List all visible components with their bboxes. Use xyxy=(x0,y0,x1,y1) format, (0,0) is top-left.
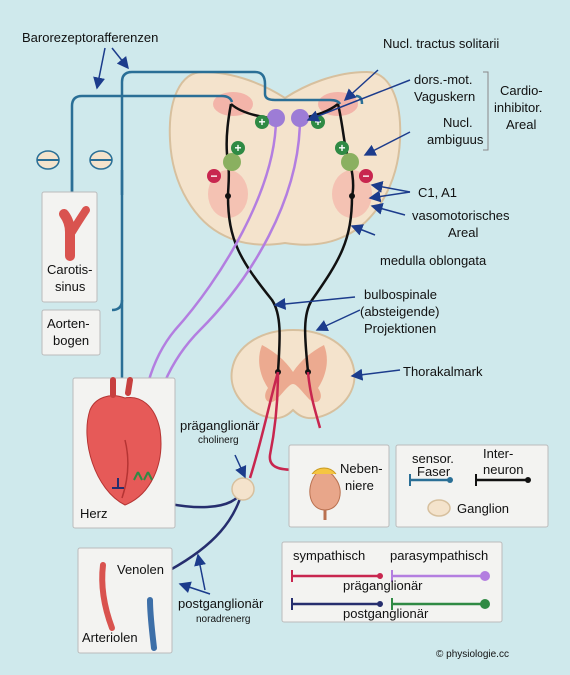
label-cardio-1: Cardio- xyxy=(500,83,543,98)
plus-minus-markers: + + + + − − xyxy=(207,115,373,183)
carotis-artery-drawing xyxy=(59,206,90,261)
label-aorten-2: bogen xyxy=(53,333,89,348)
legend-parasympathisch: parasympathisch xyxy=(390,548,488,563)
label-bulbospinal-1: bulbospinale xyxy=(364,287,437,302)
label-arteriolen: Arteriolen xyxy=(82,630,138,645)
label-neben-1: Neben- xyxy=(340,461,383,476)
plus-sign-1: + xyxy=(258,115,265,129)
nuclei-markers xyxy=(223,109,359,171)
label-thorakal: Thorakalmark xyxy=(403,364,483,379)
legend-sensor-2: Faser xyxy=(417,464,451,479)
label-ambiguus-2: ambiguus xyxy=(427,132,484,147)
label-vasomotor-2: Areal xyxy=(448,225,478,240)
aorten-box xyxy=(41,309,101,356)
legend-symbols xyxy=(291,474,531,610)
sympathetic-preganglionic xyxy=(248,371,322,479)
legend-ganglion: Ganglion xyxy=(457,501,509,516)
minus-sign-2: − xyxy=(362,169,369,183)
label-neben-2: niere xyxy=(345,478,374,493)
label-herz: Herz xyxy=(80,506,107,521)
plus-sign-3: + xyxy=(234,141,241,155)
plus-sign-4: + xyxy=(338,141,345,155)
label-postg-2: noradrenerg xyxy=(196,614,250,625)
label-venolen: Venolen xyxy=(117,562,164,577)
label-carotis-1: Carotis- xyxy=(47,262,93,277)
adrenal-drawing xyxy=(309,467,341,520)
label-copyright: © physiologie.cc xyxy=(436,649,509,660)
label-vasomotor-1: vasomotorisches xyxy=(412,208,510,223)
legend-inter-1: Inter- xyxy=(483,446,513,461)
legend-postganglionaer: postganglionär xyxy=(343,606,429,621)
label-c1a1: C1, A1 xyxy=(418,185,457,200)
label-carotis-2: sinus xyxy=(55,279,86,294)
sympathetic-ganglion xyxy=(231,477,255,501)
legend-praeganglionaer: präganglionär xyxy=(343,578,423,593)
label-ambiguus-1: Nucl. xyxy=(443,115,473,130)
label-cardio-2: inhibitor. xyxy=(494,100,542,115)
heart-nerve-endings xyxy=(112,471,153,489)
plus-sign-2: + xyxy=(314,115,321,129)
legend-sensor-1: sensor. xyxy=(412,451,454,466)
label-baroreceptor: Barorezeptorafferenzen xyxy=(22,30,158,45)
legend-inter-2: neuron xyxy=(483,462,523,477)
legend-sympathisch: sympathisch xyxy=(293,548,365,563)
label-bulbospinal-2: (absteigende) xyxy=(360,304,440,319)
label-dorsal-vagus-1: dors.-mot. xyxy=(414,72,473,87)
heart-drawing xyxy=(86,377,162,506)
sensory-ganglia xyxy=(36,150,113,170)
label-praeg-2: cholinerg xyxy=(198,435,239,446)
minus-sign-1: − xyxy=(210,169,217,183)
vessel-drawing xyxy=(99,562,157,651)
label-nts: Nucl. tractus solitarii xyxy=(383,36,499,51)
label-medulla: medulla oblongata xyxy=(380,253,487,268)
pointer-arrows xyxy=(93,47,411,595)
label-bulbospinal-3: Projektionen xyxy=(364,321,436,336)
label-dorsal-vagus-2: Vaguskern xyxy=(414,89,475,104)
label-praeg-1: präganglionär xyxy=(180,418,260,433)
label-postg-1: postganglionär xyxy=(178,596,264,611)
label-cardio-3: Areal xyxy=(506,117,536,132)
label-aorten-1: Aorten- xyxy=(47,316,90,331)
